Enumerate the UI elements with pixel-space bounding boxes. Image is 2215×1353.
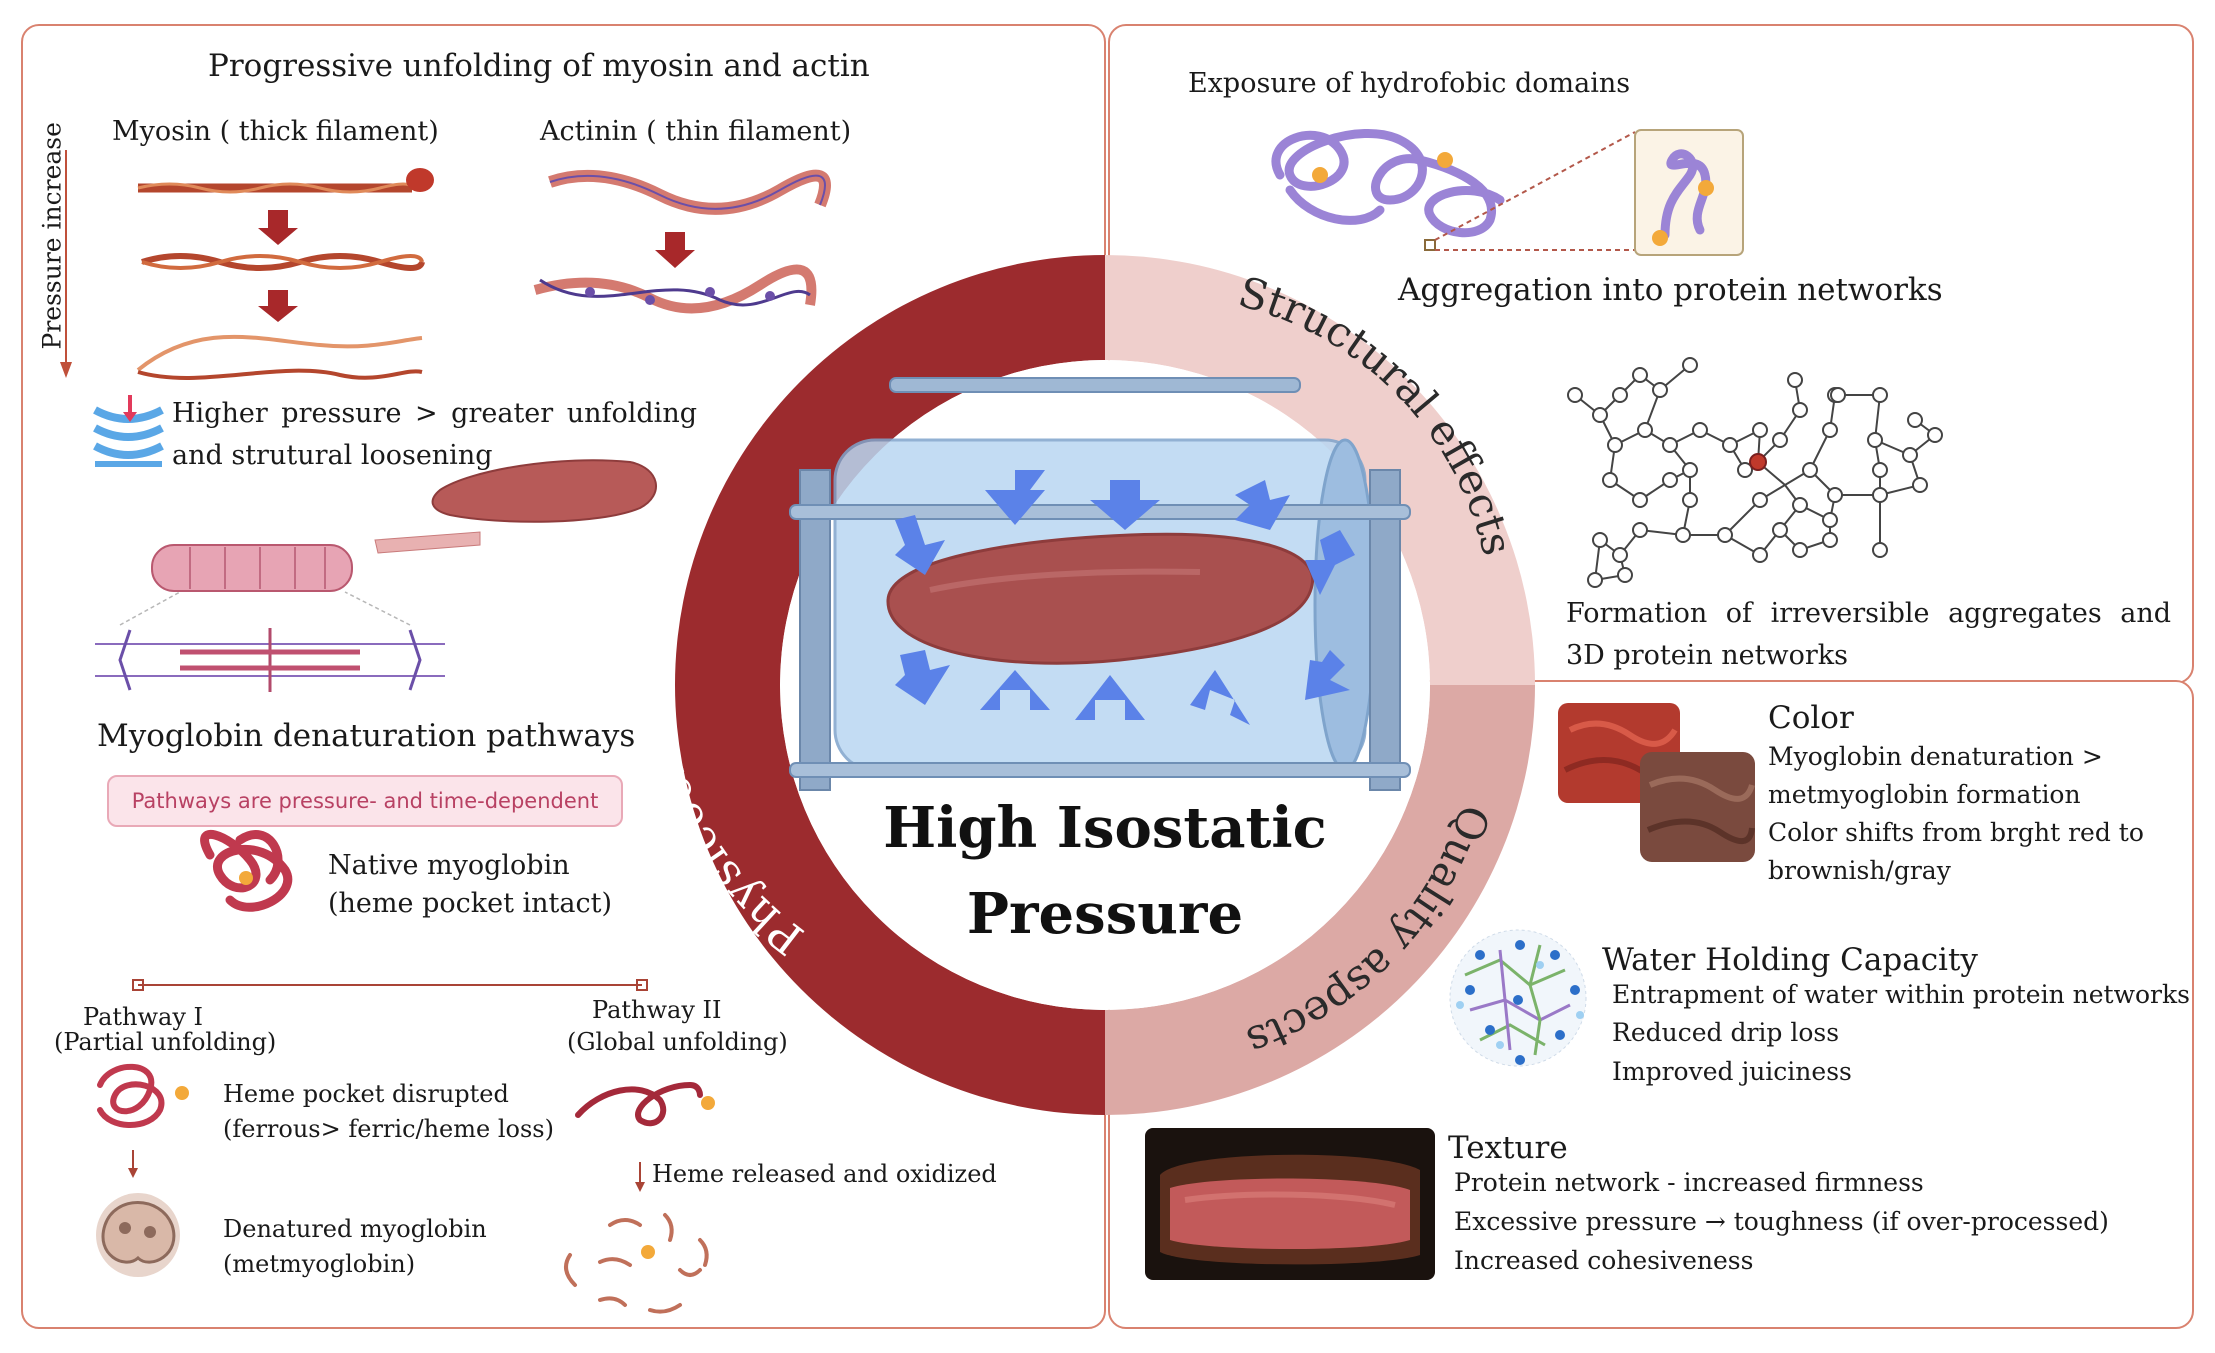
formation-line2: 3D protein networks bbox=[1566, 640, 1848, 671]
pathway-pill: Pathways are pressure- and time-dependen… bbox=[107, 775, 623, 827]
denatured-line1: Denatured myoglobin bbox=[223, 1215, 487, 1243]
network-hub-node bbox=[1749, 453, 1767, 471]
color-item-1: metmyoglobin formation bbox=[1768, 780, 2081, 809]
pressure-arrows bbox=[895, 470, 1355, 725]
native-myoglobin-line1: Native myoglobin bbox=[328, 850, 570, 881]
hip-title-line1: High Isostatic bbox=[883, 795, 1327, 861]
native-myoglobin-line2: (heme pocket intact) bbox=[328, 888, 612, 919]
pathway2-line2: (Global unfolding) bbox=[567, 1028, 788, 1056]
hip-title-line2: Pressure bbox=[966, 881, 1244, 947]
texture-title: Texture bbox=[1448, 1130, 1568, 1166]
heme-disrupted-line1: Heme pocket disrupted bbox=[223, 1080, 509, 1108]
left-title: Progressive unfolding of myosin and acti… bbox=[208, 48, 870, 84]
sarcomere bbox=[95, 628, 445, 692]
myosin-label: Myosin ( thick filament) bbox=[112, 116, 439, 147]
muscle-piece bbox=[431, 459, 657, 523]
texture-item-1: Excessive pressure → toughness (if over-… bbox=[1454, 1207, 2109, 1236]
heme-disrupted-line2: (ferrous> ferric/heme loss) bbox=[223, 1115, 554, 1143]
heme-fragments bbox=[564, 1213, 709, 1314]
myosin-head bbox=[406, 168, 434, 192]
pressure-note-line1: Higher pressure > greater unfolding bbox=[172, 398, 697, 429]
formation-line1: Formation of irreversible aggregates and bbox=[1566, 598, 2171, 629]
pressure-waves-icon bbox=[93, 395, 164, 467]
color-item-3: brownish/gray bbox=[1768, 856, 1951, 885]
pressure-note-line2: and strutural loosening bbox=[172, 440, 493, 471]
hydrophobic-label: Exposure of hydrofobic domains bbox=[1188, 68, 1631, 99]
muscle-fibre-bundle bbox=[151, 544, 353, 592]
actinin-label: Actinin ( thin filament) bbox=[540, 116, 852, 147]
color-item-0: Myoglobin denaturation > bbox=[1768, 742, 2103, 771]
denatured-myoglobin-graphic bbox=[96, 1193, 180, 1277]
texture-item-0: Protein network - increased firmness bbox=[1454, 1168, 1924, 1197]
hip-title: High Isostatic Pressure bbox=[880, 785, 1330, 957]
pathway1-line2: (Partial unfolding) bbox=[54, 1028, 277, 1056]
texture-item-2: Increased cohesiveness bbox=[1454, 1246, 1754, 1275]
pathway1-line1: Pathway I bbox=[83, 1003, 203, 1031]
whc-item-1: Reduced drip loss bbox=[1612, 1018, 1840, 1047]
meat-steak bbox=[886, 532, 1315, 665]
color-item-2: Color shifts from brght red to bbox=[1768, 818, 2144, 847]
heme-released: Heme released and oxidized bbox=[652, 1160, 997, 1188]
whc-item-2: Improved juiciness bbox=[1612, 1057, 1852, 1086]
whc-title: Water Holding Capacity bbox=[1602, 942, 1978, 978]
ring-quality bbox=[1105, 685, 1535, 1115]
denatured-line2: (metmyoglobin) bbox=[223, 1250, 416, 1278]
ring-physicochemical bbox=[675, 255, 1105, 1115]
native-myoglobin-graphic bbox=[200, 830, 293, 912]
myoglobin-title: Myoglobin denaturation pathways bbox=[97, 718, 636, 754]
aggregation-label: Aggregation into protein networks bbox=[1398, 272, 1943, 308]
color-title: Color bbox=[1768, 700, 1854, 736]
pathway2-line1: Pathway II bbox=[592, 996, 722, 1024]
whc-item-0: Entrapment of water within protein netwo… bbox=[1612, 980, 2190, 1009]
ring-structural bbox=[1105, 255, 1535, 685]
